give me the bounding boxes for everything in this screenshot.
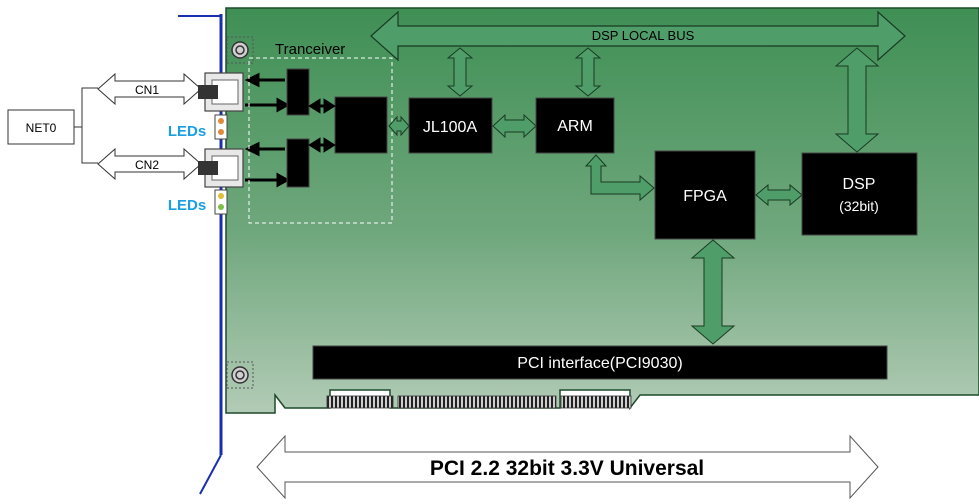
bus-to-arm-arrow	[574, 47, 602, 97]
leds-label-2: LEDs	[168, 197, 206, 214]
cn1-arrow: CN1	[97, 72, 202, 106]
net0-box	[7, 109, 75, 145]
tranceiver-area	[248, 57, 393, 224]
transceiver-chip-1	[286, 68, 310, 116]
cn1-label: CN1	[135, 83, 159, 97]
cn2-arrow: CN2	[97, 147, 202, 181]
tranceiver-label: Tranceiver	[275, 41, 345, 58]
dsp-local-bus-label: DSP LOCAL BUS	[592, 28, 695, 43]
net0-label: NET0	[26, 121, 57, 135]
rj45-jack-1	[198, 72, 244, 112]
cn2-label: CN2	[135, 158, 159, 172]
pci-edge-connector	[326, 395, 632, 409]
screw-top	[226, 36, 254, 64]
leds-label-1: LEDs	[168, 123, 206, 140]
jl100a-chip	[408, 97, 493, 154]
bus-to-jl100a-arrow	[446, 47, 474, 97]
rj45-jack-2	[198, 148, 244, 188]
transceiver-chip-2	[286, 138, 310, 188]
phy-chip	[334, 96, 388, 154]
jl100a-label: JL100A	[423, 119, 478, 136]
phy-link-arrows	[308, 98, 336, 153]
dsp-local-bus-arrow	[370, 10, 906, 62]
fpga-label: FPGA	[683, 188, 727, 205]
led-block-2	[214, 189, 228, 215]
bus-to-dsp-arrow	[834, 47, 880, 153]
led-block-1	[214, 114, 228, 140]
pci-interface-label: PCI interface(PCI9030)	[517, 355, 682, 372]
fpga-pci-arrow	[690, 239, 736, 345]
dsp-chip	[801, 152, 918, 236]
dsp-sub-label: (32bit)	[839, 198, 879, 214]
net0-group: NET0	[7, 87, 98, 164]
fpga-chip	[654, 150, 756, 240]
screw-bottom	[226, 361, 254, 389]
arm-chip	[535, 97, 615, 154]
pci-interface-chip	[312, 345, 888, 380]
arm-fpga-arrow	[584, 154, 655, 202]
pci-spec-arrow	[256, 434, 879, 500]
pci-spec-label: PCI 2.2 32bit 3.3V Universal	[430, 457, 704, 480]
jack-signal-arrows	[244, 72, 291, 188]
dsp-label: DSP	[843, 176, 876, 193]
arm-label: ARM	[557, 118, 593, 135]
